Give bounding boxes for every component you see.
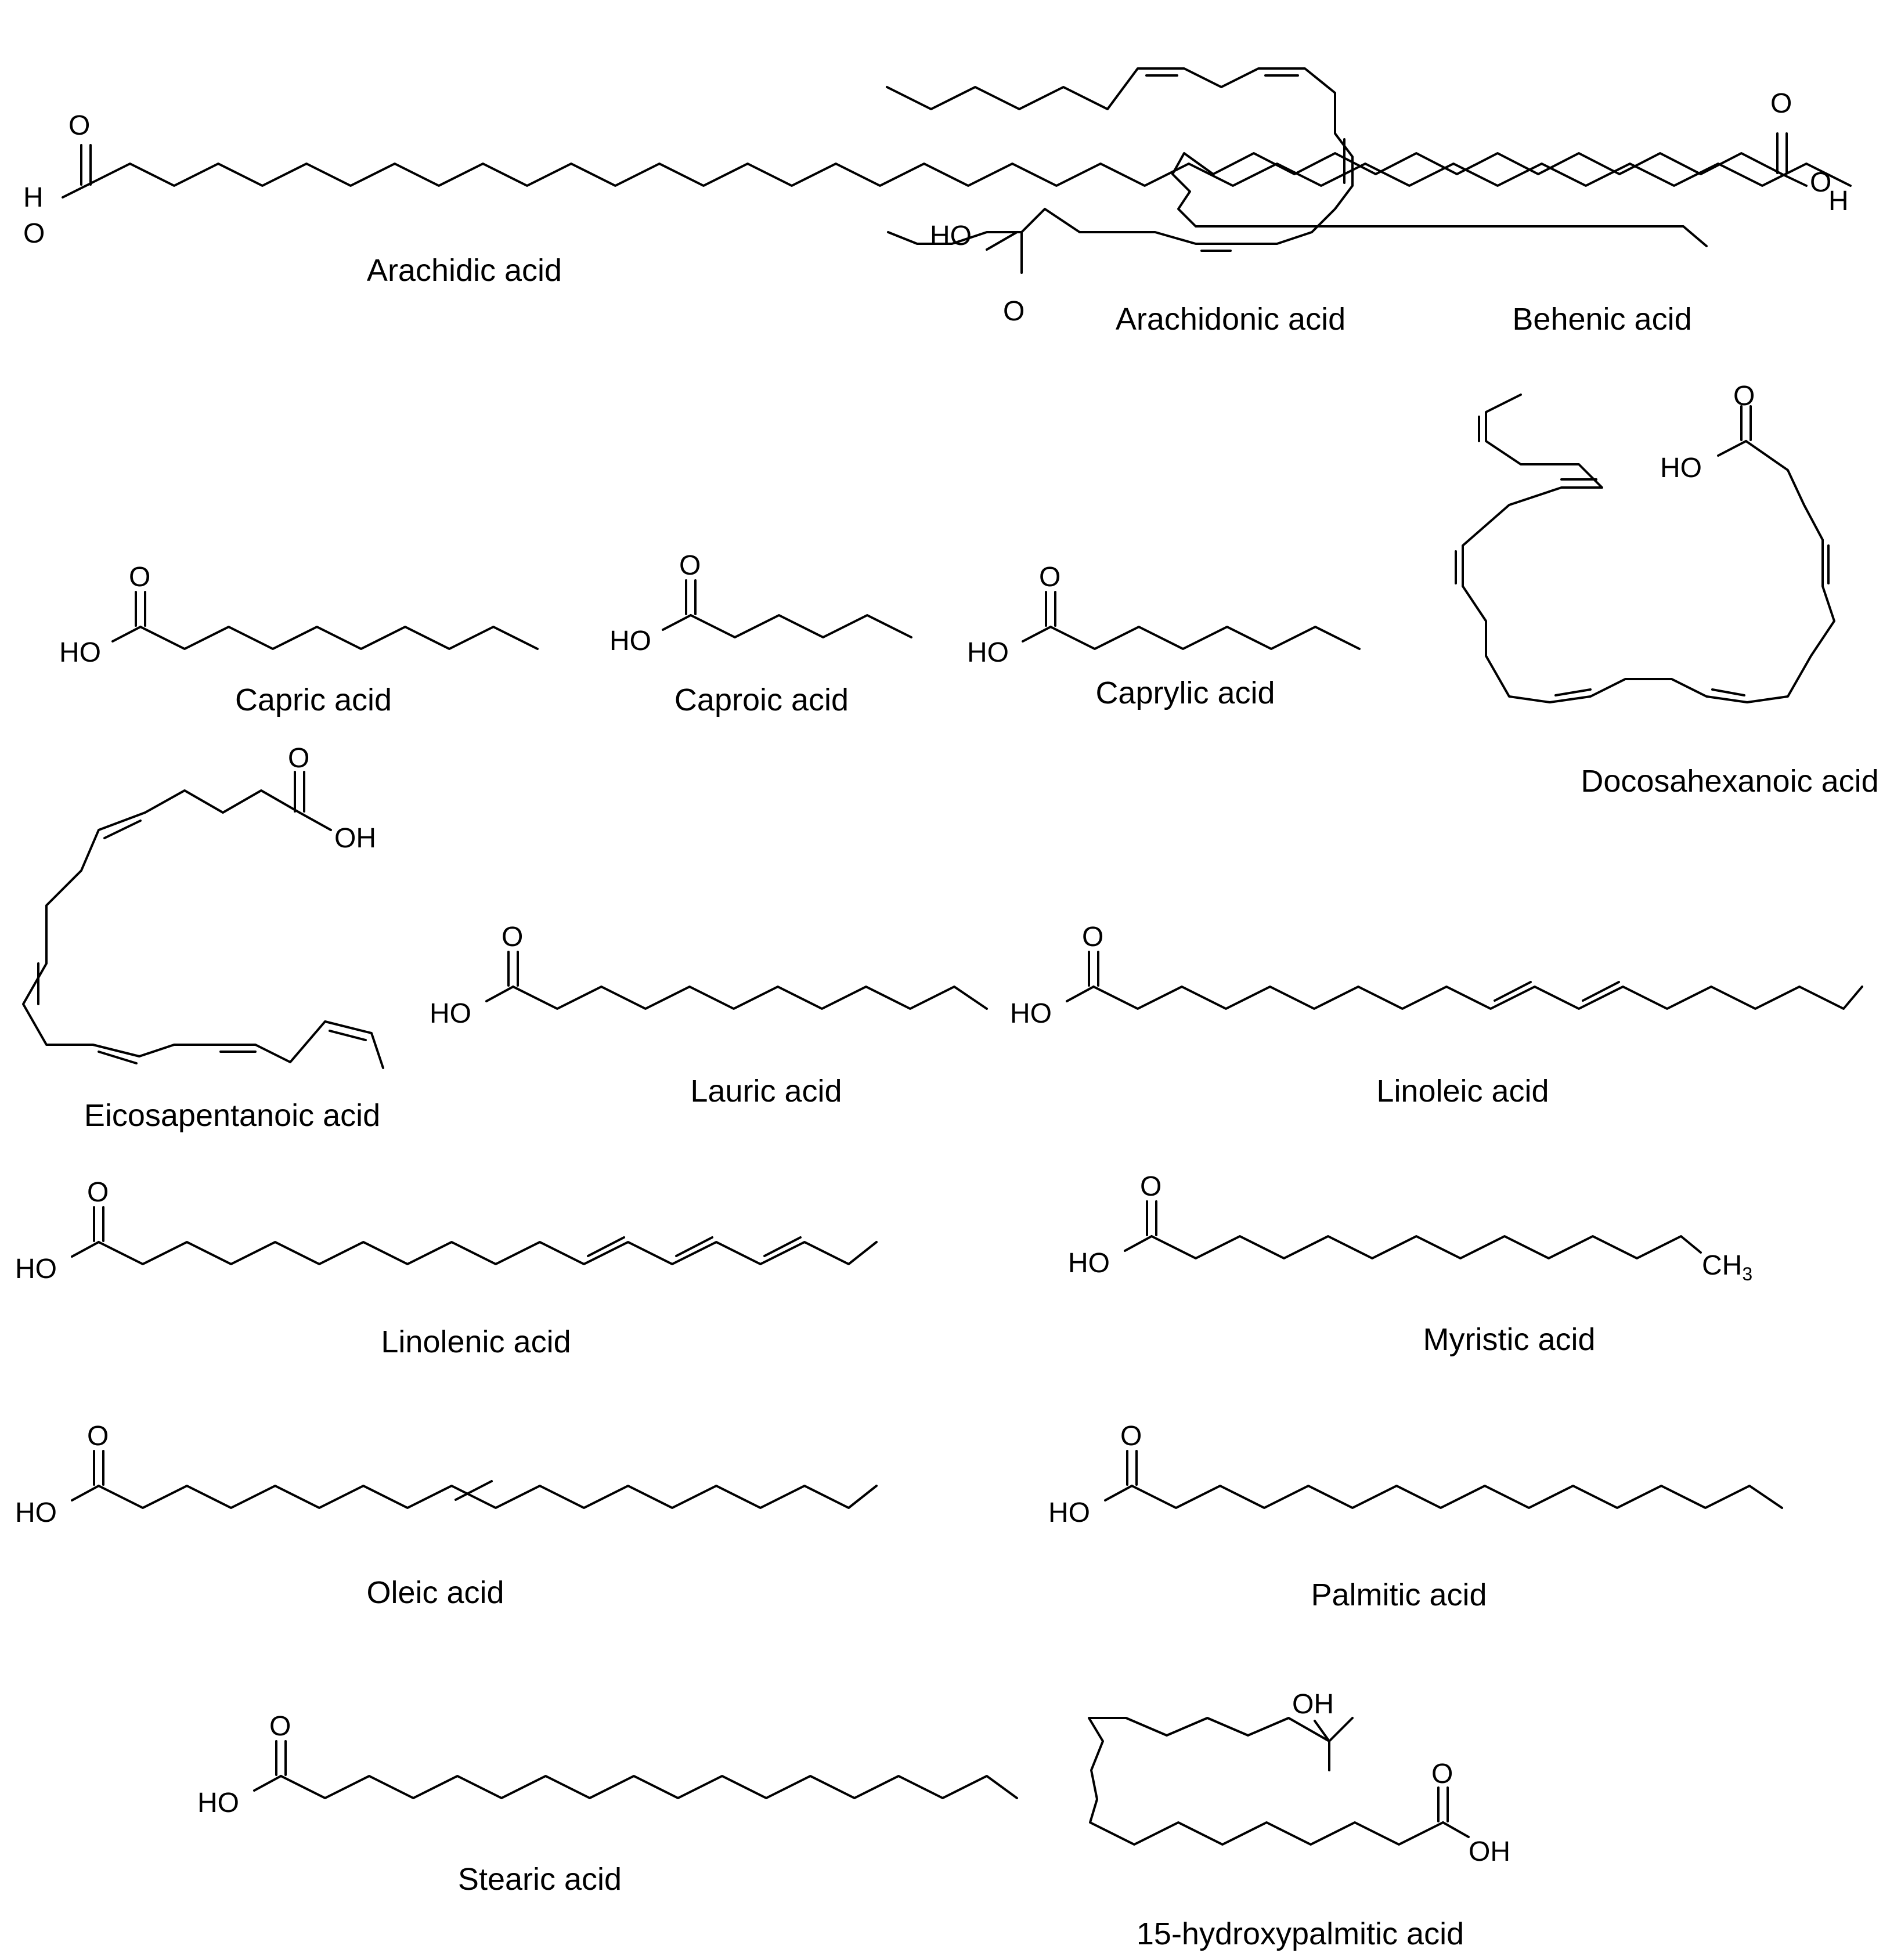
molecule-name: Linoleic acid — [1376, 1074, 1549, 1109]
atom-ho: HO — [15, 1497, 57, 1528]
atom-ho: HO — [609, 626, 651, 656]
atom-o: O — [68, 110, 90, 141]
atom-ho: HO — [430, 998, 471, 1029]
molecule-lauric: O HO Lauric acid — [430, 922, 988, 1109]
molecule-arachidonic: HO O Arachidonic acid — [886, 67, 1354, 337]
atom-ho: HO — [1068, 1248, 1110, 1279]
atom-oh: OH — [334, 823, 376, 854]
atom-o: O — [1082, 922, 1103, 952]
molecule-name: Arachidic acid — [367, 253, 562, 288]
molecule-name: 15-hydroxypalmitic acid — [1137, 1916, 1464, 1951]
atom-o: O — [288, 743, 309, 774]
molecule-name: Capric acid — [235, 683, 392, 717]
atom-oh: OH — [1469, 1836, 1510, 1867]
atom-ho: HO — [967, 637, 1009, 668]
molecule-name: Palmitic acid — [1311, 1578, 1487, 1612]
atom-o: O — [1431, 1759, 1453, 1789]
atom-o: O — [1810, 167, 1831, 198]
atom-oh: OH — [1292, 1689, 1334, 1720]
molecule-stearic: O HO Stearic acid — [197, 1711, 1018, 1897]
atom-o: O — [1770, 88, 1792, 119]
molecule-name: Eicosapentanoic acid — [84, 1098, 380, 1133]
atom-o: O — [87, 1177, 109, 1208]
molecule-myristic: O HO CH3 Myristic acid — [1068, 1171, 1752, 1357]
molecule-linoleic: O HO Linoleic acid — [1010, 922, 1863, 1109]
atom-o: O — [502, 922, 523, 952]
atom-o: O — [1140, 1171, 1161, 1202]
atom-ho: HO — [930, 221, 972, 251]
molecule-caprylic: O HO Caprylic acid — [967, 562, 1361, 710]
atom-o: O — [679, 550, 701, 581]
molecule-arachidic: O H O Arachidic acid — [23, 110, 1852, 288]
molecule-name: Stearic acid — [458, 1862, 622, 1897]
molecule-name: Caproic acid — [674, 683, 849, 717]
molecule-hydroxypalmitic: OH O OH 15-hydroxypalmitic acid — [1088, 1689, 1510, 1951]
molecule-name: Lauric acid — [690, 1074, 842, 1109]
molecule-linolenic: O HO Linolenic acid — [15, 1177, 878, 1359]
atom-ho: HO — [59, 637, 101, 668]
molecule-caproic: O HO Caproic acid — [609, 550, 912, 717]
atom-h: H — [1828, 186, 1849, 216]
molecule-name: Arachidonic acid — [1116, 302, 1345, 337]
molecule-docosahexanoic: O HO Docosahexanoic acid — [1455, 381, 1879, 799]
atom-o: O — [1003, 296, 1025, 327]
molecule-behenic: O O H Behenic acid — [1171, 88, 1849, 337]
atom-o: O — [1039, 562, 1060, 593]
molecule-palmitic: O HO Palmitic acid — [1048, 1421, 1783, 1612]
molecule-name: Caprylic acid — [1095, 676, 1275, 710]
atom-ho: HO — [15, 1254, 57, 1284]
molecule-name: Myristic acid — [1423, 1322, 1595, 1357]
molecule-name: Behenic acid — [1512, 302, 1691, 337]
atom-ho: HO — [197, 1788, 239, 1818]
molecule-oleic: O HO Oleic acid — [15, 1421, 878, 1610]
atom-o: O — [1120, 1421, 1142, 1452]
atom-o: O — [129, 562, 150, 593]
atom-ho: HO — [1010, 998, 1052, 1029]
atom-o: O — [269, 1711, 291, 1742]
atom-h: H — [23, 182, 44, 213]
atom-ho: HO — [1660, 453, 1702, 483]
molecule-name: Oleic acid — [366, 1575, 504, 1610]
molecule-name: Linolenic acid — [381, 1324, 571, 1359]
atom-o: O — [23, 218, 45, 249]
atom-o: O — [1733, 381, 1755, 412]
molecule-name: Docosahexanoic acid — [1581, 764, 1878, 799]
molecule-eicosapentanoic: O OH Eicosapentanoic acid — [22, 743, 384, 1133]
atom-o: O — [87, 1421, 109, 1452]
atom-ch3: CH3 — [1702, 1250, 1752, 1284]
molecule-capric: O HO Capric acid — [59, 562, 539, 717]
atom-ho: HO — [1048, 1497, 1090, 1528]
